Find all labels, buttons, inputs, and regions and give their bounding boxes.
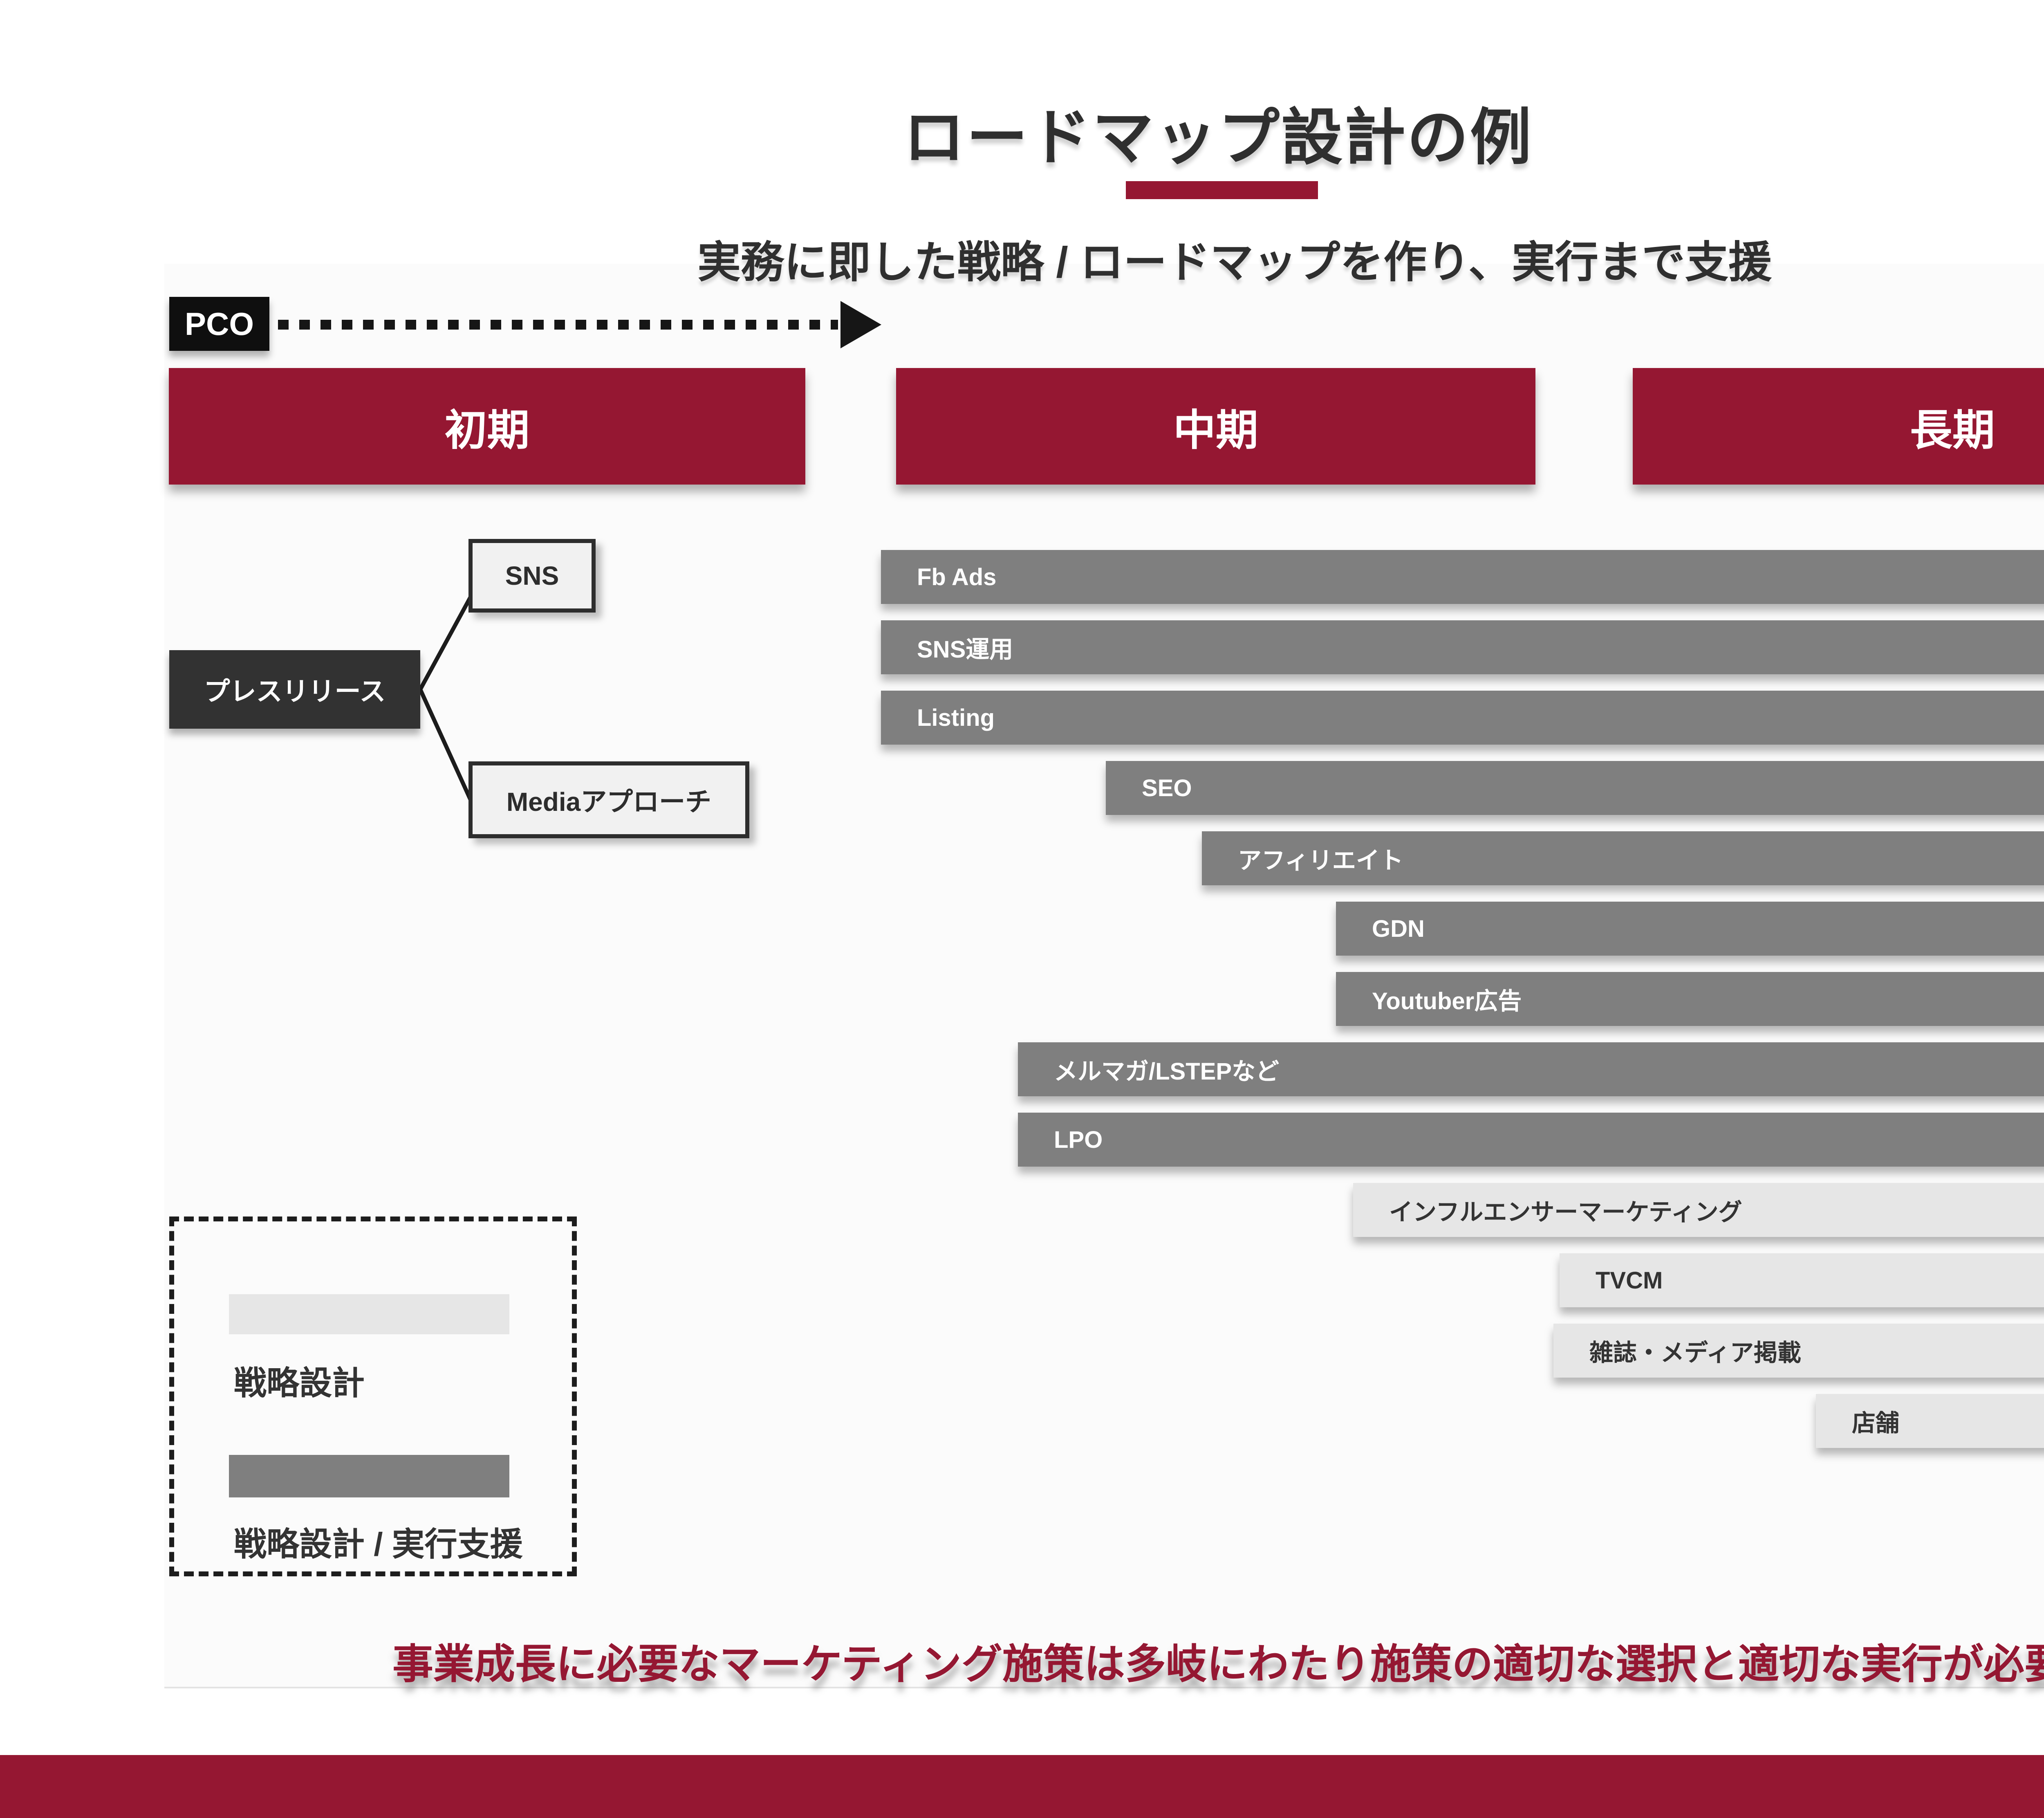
roadmap-bar-label: メルマガ/LSTEPなど bbox=[1054, 1058, 1280, 1085]
roadmap-bar-label: Fb Ads bbox=[917, 563, 997, 590]
pco-arrowhead-icon bbox=[840, 301, 881, 348]
roadmap-bar: TVCM bbox=[1560, 1253, 2044, 1307]
roadmap-bar-shape: 雑誌・メディア掲載 bbox=[1553, 1324, 2044, 1378]
footer-message: 事業成長に必要なマーケティング施策は多岐にわたり施策の適切な選択と適切な実行が必… bbox=[392, 1641, 2044, 1687]
roadmap-bar-label: SNS運用 bbox=[917, 636, 1013, 663]
phase-header-mid: 中期 bbox=[896, 368, 1535, 485]
page-subtitle: 実務に即した戦略 / ロードマップを作り、実行まで支援 bbox=[697, 238, 1772, 287]
roadmap-bar-shape: TVCM bbox=[1560, 1253, 2044, 1307]
roadmap-bar-label: 店舗 bbox=[1852, 1410, 1900, 1436]
phase-header-long: 長期 bbox=[1633, 368, 2044, 485]
roadmap-bar-label: インフルエンサーマーケティング bbox=[1389, 1199, 1742, 1225]
roadmap-bar: LPO bbox=[1018, 1113, 2044, 1167]
title-underline bbox=[1126, 181, 1318, 199]
page-title: ロードマップ設計の例 bbox=[903, 103, 1533, 172]
pco-dashed-line bbox=[278, 320, 838, 330]
roadmap-bar-label: 雑誌・メディア掲載 bbox=[1589, 1340, 1801, 1366]
bottom-accent-bar bbox=[0, 1755, 2044, 1818]
legend-swatch-strategy-execution bbox=[229, 1455, 509, 1497]
roadmap-bar-shape: アフィリエイト bbox=[1202, 831, 2044, 885]
phase-header-early: 初期 bbox=[169, 368, 805, 485]
roadmap-bar-label: SEO bbox=[1142, 774, 1192, 801]
roadmap-bar: Listing bbox=[881, 691, 2044, 745]
roadmap-bar: Youtuber広告 bbox=[1336, 972, 2044, 1026]
roadmap-bar-label: TVCM bbox=[1596, 1267, 1663, 1294]
roadmap-bar: SNS運用 bbox=[881, 620, 2044, 674]
roadmap-bar-shape: 店舗 bbox=[1816, 1394, 2044, 1448]
pco-label: PCO bbox=[169, 297, 269, 351]
legend-box bbox=[169, 1216, 577, 1576]
roadmap-bar-shape: Listing bbox=[881, 691, 2044, 745]
roadmap-bar: メルマガ/LSTEPなど bbox=[1018, 1042, 2044, 1096]
roadmap-bar-label: GDN bbox=[1372, 915, 1425, 942]
press-release-node: プレスリリース bbox=[169, 650, 420, 729]
roadmap-bar: インフルエンサーマーケティング bbox=[1353, 1183, 2044, 1237]
roadmap-bar-shape: インフルエンサーマーケティング bbox=[1353, 1183, 2044, 1237]
sns-node: SNS bbox=[468, 539, 596, 613]
roadmap-bar: アフィリエイト bbox=[1202, 831, 2044, 885]
roadmap-bar-shape: Fb Ads bbox=[881, 550, 2044, 604]
roadmap-bar: 店舗 bbox=[1816, 1394, 2044, 1448]
roadmap-bar-shape: GDN bbox=[1336, 902, 2044, 956]
roadmap-bar-label: Listing bbox=[917, 704, 995, 731]
legend-label-strategy: 戦略設計 bbox=[234, 1365, 365, 1401]
roadmap-bar-label: アフィリエイト bbox=[1238, 847, 1403, 874]
roadmap-bar-shape: LPO bbox=[1018, 1113, 2044, 1167]
legend-label-strategy-execution: 戦略設計 / 実行支援 bbox=[234, 1526, 523, 1562]
legend-swatch-strategy bbox=[229, 1294, 509, 1334]
roadmap-bar-shape: SNS運用 bbox=[881, 620, 2044, 674]
media-approach-node: Mediaアプローチ bbox=[468, 761, 749, 838]
roadmap-bar-label: LPO bbox=[1054, 1126, 1103, 1153]
roadmap-bar: Fb Ads bbox=[881, 550, 2044, 604]
roadmap-bar: SEO bbox=[1106, 761, 2044, 815]
roadmap-bar-shape: SEO bbox=[1106, 761, 2044, 815]
roadmap-bar-shape: Youtuber広告 bbox=[1336, 972, 2044, 1026]
roadmap-bar: 雑誌・メディア掲載 bbox=[1553, 1324, 2044, 1378]
roadmap-bar-shape: メルマガ/LSTEPなど bbox=[1018, 1042, 2044, 1096]
roadmap-bar-label: Youtuber広告 bbox=[1372, 988, 1522, 1014]
roadmap-bar: GDN bbox=[1336, 902, 2044, 956]
